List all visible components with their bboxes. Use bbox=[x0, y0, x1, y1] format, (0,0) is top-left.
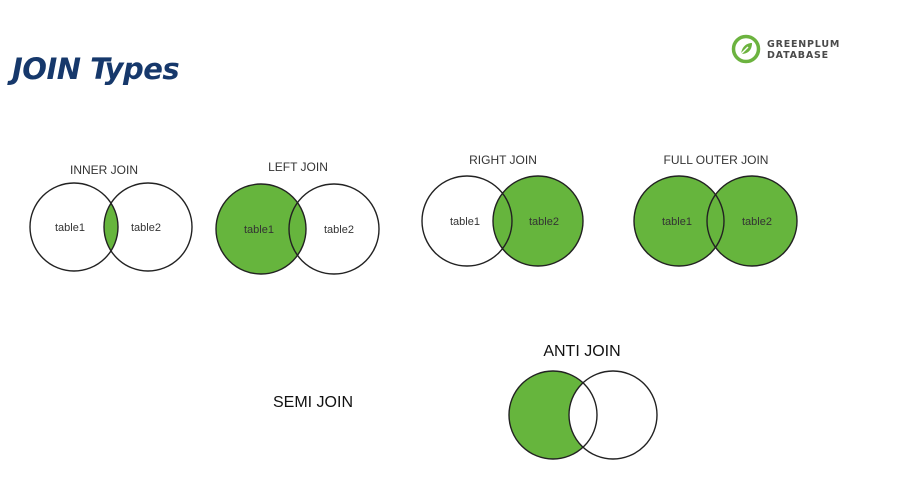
inner-join-right-circle bbox=[103, 182, 193, 272]
greenplum-logo: GREENPLUM DATABASE bbox=[731, 34, 871, 66]
right-join-right-label: table2 bbox=[529, 216, 559, 228]
right-join-venn: table1 table2 bbox=[421, 175, 584, 267]
full-outer-join-title: FULL OUTER JOIN bbox=[663, 153, 769, 167]
greenplum-logo-icon bbox=[731, 34, 761, 64]
logo-line-1: GREENPLUM bbox=[767, 39, 841, 50]
left-join-right-circle bbox=[288, 183, 380, 275]
left-join-right-label: table2 bbox=[324, 224, 354, 236]
right-join-right-circle bbox=[492, 175, 584, 267]
inner-join-right-label: table2 bbox=[131, 222, 161, 234]
left-join-left-label: table1 bbox=[244, 224, 274, 236]
anti-join-right-circle bbox=[568, 370, 658, 460]
full-join-left-label: table1 bbox=[662, 216, 692, 228]
inner-join-title: INNER JOIN bbox=[69, 163, 139, 177]
inner-join-left-circle bbox=[29, 182, 119, 272]
anti-join-venn bbox=[508, 370, 658, 460]
left-join-venn: table1 table2 bbox=[215, 183, 380, 275]
inner-join-left-label: table1 bbox=[55, 222, 85, 234]
logo-line-2: DATABASE bbox=[767, 50, 829, 61]
left-join-left-circle bbox=[215, 183, 307, 275]
anti-join-left-outline bbox=[508, 370, 598, 460]
full-outer-join-venn: table1 table2 bbox=[633, 175, 798, 267]
full-join-left-circle bbox=[634, 176, 724, 266]
full-join-right-circle bbox=[707, 176, 797, 266]
right-join-left-circle bbox=[421, 175, 513, 267]
inner-join-venn: table1 table2 bbox=[29, 182, 193, 272]
left-join-title: LEFT JOIN bbox=[268, 160, 328, 174]
anti-join-title: ANTI JOIN bbox=[543, 343, 621, 360]
full-join-left-outline bbox=[633, 175, 725, 267]
right-join-title: RIGHT JOIN bbox=[469, 153, 537, 167]
right-join-left-label: table1 bbox=[450, 216, 480, 228]
full-join-right-label: table2 bbox=[742, 216, 772, 228]
slide-title: JOIN Types bbox=[12, 52, 180, 86]
semi-join-label: SEMI JOIN bbox=[272, 394, 354, 411]
full-join-right-outline bbox=[706, 175, 798, 267]
